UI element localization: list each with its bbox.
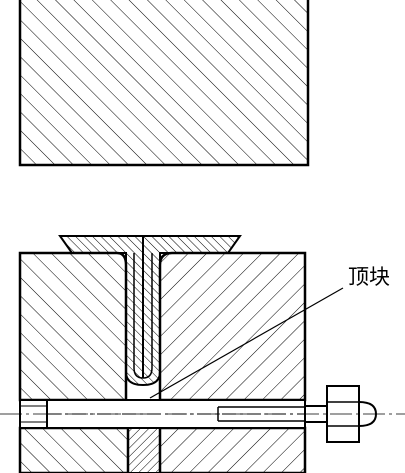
lower-die-left xyxy=(18,251,130,473)
workpiece xyxy=(58,235,242,387)
lower-die-right xyxy=(158,251,307,473)
bolt-shank xyxy=(46,399,306,429)
ejector-block xyxy=(127,427,161,473)
upper-punch-block xyxy=(18,0,310,167)
leader-line xyxy=(149,287,344,399)
ejector-label: 顶块 xyxy=(348,265,390,289)
